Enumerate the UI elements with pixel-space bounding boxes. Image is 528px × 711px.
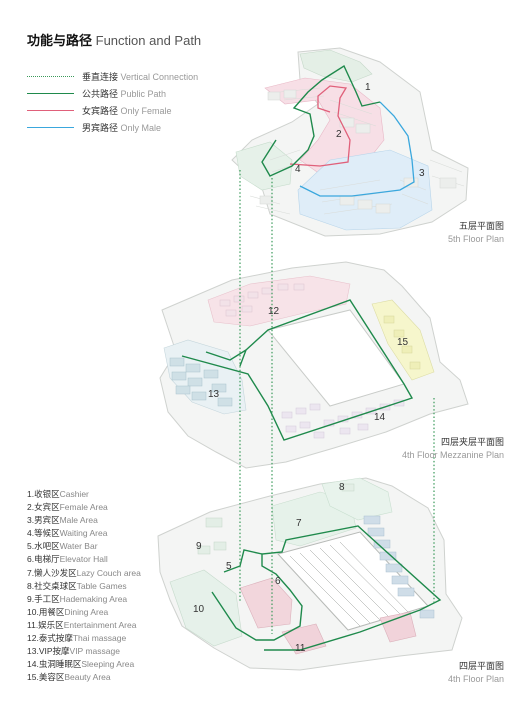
area-item: 15.美容区Beauty Area [27,672,111,683]
area-item: 10.用餐区Dining Area [27,606,109,617]
legend-label-en: Only Male [120,123,162,133]
floor-label-5f: 五层平面图 5th Floor Plan [448,220,504,246]
floor-label-en: 5th Floor Plan [447,234,504,244]
legend-label-zh: 女宾路径 [82,106,119,116]
area-marker-4: 4 [295,164,301,175]
area-marker-8: 8 [339,482,345,493]
legend-label-zh: 垂直连接 [82,72,119,82]
public-path-4f-branch [223,549,263,573]
area-item: 2.女宾区Female Area [27,502,108,513]
floor-label-mezzanine: 四层夹层平面图 4th Floor Mezzanine Plan [402,436,504,462]
floor-label-zh: 五层平面图 [458,221,504,231]
area-marker-3: 3 [419,168,425,179]
area-marker-13: 13 [208,389,220,400]
female-path [289,85,351,167]
floor-label-en: 4th Floor Mezzanine Plan [401,450,504,460]
entertainment-zone-2 [379,611,417,643]
male-path [299,101,415,197]
legend-label-en: Vertical Connection [120,72,199,82]
vertical-connections [239,170,435,634]
area-marker-11: 11 [295,643,306,654]
area-item: 6.电梯厅Elevator Hall [27,554,108,565]
table-games-zone [321,477,393,521]
public-path-mezzanine-branch [205,349,247,361]
area-list: 1.收银区Cashier 2.女宾区Female Area 3.男宾区Male … [27,488,141,684]
legend-line-pink [27,110,74,111]
area-marker-14: 14 [374,412,386,423]
floor-label-zh: 四层夹层平面图 [440,437,504,447]
male-zone [297,149,433,231]
floor-label-4f: 四层平面图 4th Floor Plan [448,660,504,686]
dining-zone [169,569,243,647]
legend-label-en: Only Female [120,106,172,116]
fifth-floor-plan [231,47,469,237]
legend-label-en: Public Path [120,89,167,99]
area-number-markers: 1 2 3 4 5 6 7 8 9 10 11 12 13 14 15 [193,82,425,654]
area-marker-5: 5 [226,561,232,572]
area-marker-1: 1 [365,82,371,93]
public-path-mezzanine [181,299,414,441]
public-path-4f [211,525,442,651]
area-marker-15: 15 [397,337,409,348]
area-marker-12: 12 [268,306,280,317]
area-item: 13.VIP按摩VIP massage [27,646,120,657]
area-marker-2: 2 [336,129,342,140]
area-item: 12.泰式按摩Thai massage [27,633,127,644]
area-item: 4.等候区Waiting Area [27,528,108,539]
area-item: 7.懒人沙发区Lazy Couch area [27,567,141,578]
thai-massage-zone [207,275,351,327]
area-item: 11.娱乐区Entertainment Area [27,619,137,630]
public-path-5f [261,64,381,177]
area-item: 5.水吧区Water Bar [27,541,98,552]
area-marker-9: 9 [196,541,202,552]
title-english: Function and Path [95,33,202,48]
legend-label-zh: 公共路径 [82,89,119,99]
area-marker-10: 10 [193,604,205,615]
area-marker-6: 6 [275,576,281,587]
entertainment-zone [281,623,327,655]
elevator-zone [239,577,293,629]
title-chinese: 功能与路径 [27,33,93,48]
legend-line-dotted-green [27,76,74,77]
legend-line-blue [27,127,74,128]
area-item: 9.手工区Hademaking Area [27,593,128,604]
area-item: 1.收银区Cashier [27,489,89,499]
area-marker-7: 7 [296,518,302,529]
mezzanine-floor-plan [159,261,469,469]
legend-line-green [27,93,74,94]
floor-label-zh: 四层平面图 [458,661,504,671]
area-item: 8.社交桌球区Table Games [27,580,127,591]
area-item: 3.男宾区Male Area [27,515,98,526]
area-item: 14.虫洞睡眠区Sleeping Area [27,659,135,670]
diagram-title: 功能与路径 Function and Path [27,30,201,49]
floor-label-en: 4th Floor Plan [447,674,504,684]
fourth-floor-plan [157,477,463,671]
legend-label-zh: 男宾路径 [82,123,119,133]
